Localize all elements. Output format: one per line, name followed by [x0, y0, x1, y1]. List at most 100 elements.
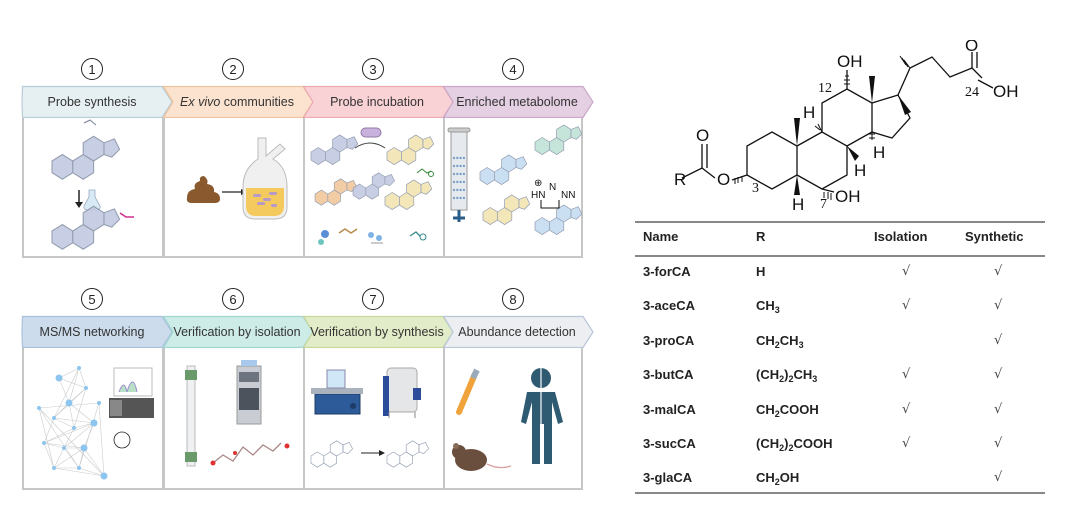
r-group-part: COOH [793, 436, 833, 451]
h-5-label: H [792, 195, 804, 214]
synthetic-check: √ [994, 470, 1003, 486]
table-top-rule [635, 221, 1045, 223]
step-number-2: 2 [222, 58, 244, 80]
step-label: Verification by synthesis [309, 316, 445, 348]
c3-hash [734, 176, 743, 184]
r-group-part: CH [756, 401, 775, 417]
step-number-7: 7 [362, 288, 384, 310]
synthetic-check: √ [994, 332, 1003, 348]
isolation-check: √ [902, 264, 911, 279]
r-group-subscript: 2 [788, 443, 794, 453]
r-group-subscript: 3 [812, 374, 818, 385]
step-banner-5: MS/MS networking [21, 315, 173, 349]
svg-text:HN: HN [531, 190, 545, 201]
step-banner-6: Verification by isolation [162, 315, 314, 349]
row-name: 3-malCA [643, 401, 696, 417]
position-24-label: 24 [965, 85, 979, 100]
side-chain [897, 56, 983, 96]
chevron-fill [442, 85, 594, 119]
header-synthetic: Synthetic [965, 229, 1024, 244]
step-label-text: Enriched metabolome [456, 95, 578, 109]
ring-d [871, 94, 911, 139]
step-label-text: Probe synthesis [47, 95, 137, 109]
step-number-6: 6 [222, 288, 244, 310]
table-bottom-rule [635, 492, 1045, 494]
r-group-part: ) [784, 436, 789, 451]
synthetic-check: √ [994, 264, 1003, 279]
step-label: Probe incubation [309, 86, 445, 118]
r-group-subscript: 2 [774, 339, 780, 350]
chevron-fill [21, 315, 173, 349]
step-panel-7 [303, 348, 445, 490]
isolation-check: √ [902, 401, 911, 417]
hash-bonds [734, 55, 911, 200]
table-header-rule [635, 255, 1045, 257]
h-5-wedge [794, 175, 800, 195]
ester-carbonyl-o-label: O [696, 126, 709, 145]
r-group-subscript: 3 [774, 305, 780, 316]
step-panel-1 [22, 118, 164, 258]
chevron-shape [442, 85, 594, 119]
step-banner-8: Abundance detection [442, 315, 594, 349]
position-12-label: 12 [818, 81, 832, 96]
row-name: 3-proCA [643, 332, 695, 348]
row-r-group: H [756, 264, 765, 279]
c20-methyl-hash [899, 55, 911, 69]
structure-labels: OH O OH O R O OH H H H H [674, 40, 1019, 214]
step-label: Probe synthesis [22, 86, 162, 118]
row-name: 3-aceCA [643, 298, 696, 314]
h-9-label: H [803, 103, 815, 122]
step-label: Abundance detection [449, 316, 585, 348]
step-panel-5 [22, 348, 164, 490]
ring-c [821, 88, 873, 147]
ms-ms-networking-illustration [37, 366, 154, 480]
position-7-label: 7 [820, 197, 827, 212]
step-label-text: Verification by isolation [173, 325, 301, 339]
r-group-part: CH [756, 298, 775, 314]
step-panel-8 [443, 348, 583, 490]
synthetic-check: √ [994, 436, 1003, 451]
c17-wedge [898, 95, 911, 115]
chevron-shape [21, 85, 173, 119]
row-name: 3-glaCA [643, 470, 693, 486]
r-group-part: COOH [779, 401, 819, 417]
step-label-text: Probe incubation [330, 95, 424, 109]
svg-text:NN: NN [561, 190, 575, 201]
verification-by-synthesis-illustration [310, 367, 429, 468]
r-group-subscript: 2 [779, 374, 785, 385]
row-name: 3-sucCA [643, 436, 696, 451]
ring-b [796, 131, 848, 190]
isolation-check: √ [902, 298, 911, 314]
step-panel-3 [303, 118, 445, 258]
probe-incubation-illustration [310, 127, 435, 245]
step-label: Enriched metabolome [449, 86, 585, 118]
wedge-bonds [794, 76, 911, 195]
step-label-italic: Ex vivo [180, 95, 221, 109]
abundance-detection-illustration [452, 368, 563, 471]
ester-o-label: O [717, 170, 730, 189]
row-r-group: (CH2)2CH3 [756, 367, 818, 385]
h-8-label: H [854, 161, 866, 180]
position-3-label: 3 [752, 181, 759, 196]
step-number-5: 5 [81, 288, 103, 310]
isolation-check: √ [902, 367, 911, 383]
row-r-group: CH2COOH [756, 401, 819, 419]
header-r: R [756, 229, 766, 244]
step-number-1: 1 [81, 58, 103, 80]
r-group-subscript: 2 [779, 443, 785, 453]
c12-hash [844, 75, 850, 85]
step-label: Ex vivo communities [169, 86, 305, 118]
r-group-subscript: 2 [774, 477, 780, 488]
h14-hash [869, 132, 875, 140]
isolation-check: √ [902, 436, 911, 451]
step-number-3: 3 [362, 58, 384, 80]
chevron-shape [21, 315, 173, 349]
svg-text:N: N [549, 182, 556, 193]
chevron-fill [21, 85, 173, 119]
step-label: Verification by isolation [169, 316, 305, 348]
r-group-part: CH [779, 332, 799, 348]
synthetic-check: √ [994, 367, 1003, 383]
svg-text:⊕: ⊕ [534, 178, 542, 189]
